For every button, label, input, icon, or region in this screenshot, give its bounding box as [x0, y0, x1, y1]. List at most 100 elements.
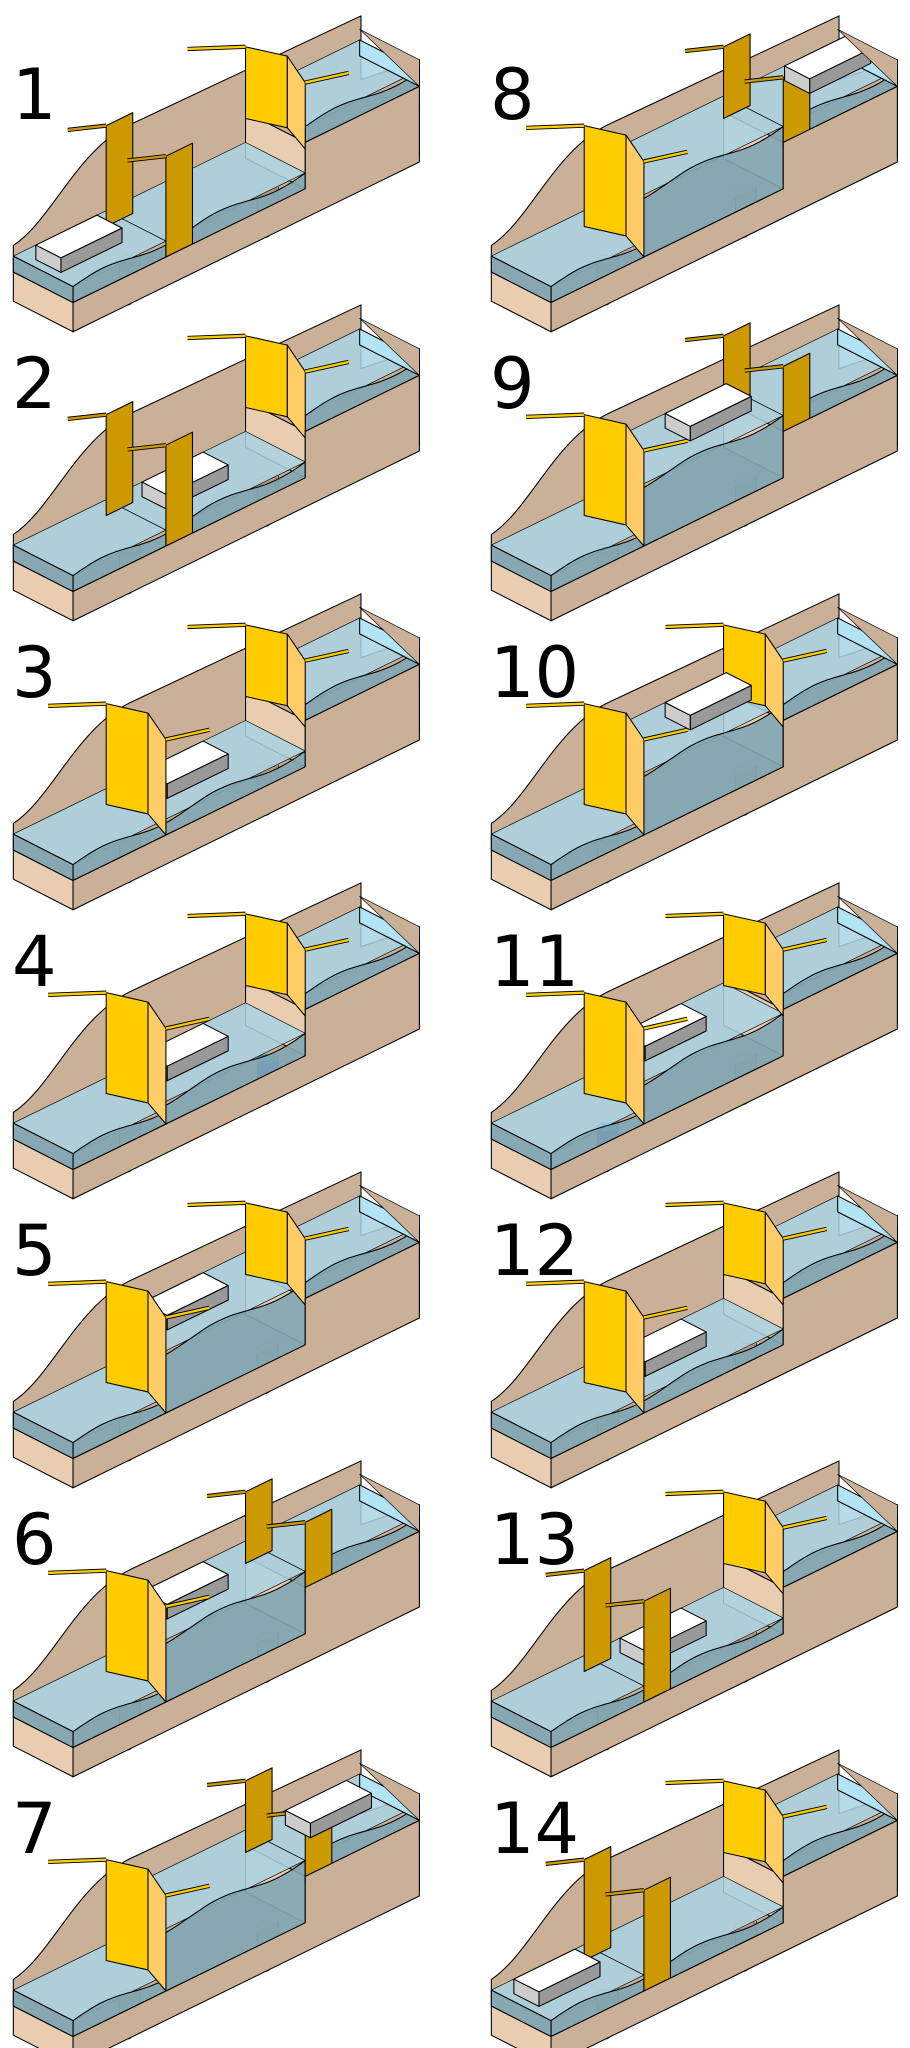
lower-gate-leaf-left: [583, 1281, 627, 1393]
embankment-corner: [359, 1762, 420, 1821]
lower-pool-water-front-face: [550, 1689, 645, 1749]
lower-pool-end-face: [490, 1700, 552, 1749]
chamber-water-front-face: [165, 1032, 306, 1125]
lower-gate-leaf-right: [147, 1001, 167, 1125]
lock-step-panel: [12, 304, 420, 622]
step-number: 14: [490, 1788, 580, 1870]
embankment-side-face: [550, 663, 898, 911]
lower-gate-leaf-left: [583, 992, 627, 1104]
lower-gate-balance-beam-left: [526, 124, 585, 130]
upper-gate-balance-beam-right: [304, 360, 349, 373]
upper-gate-balance-beam-right: [782, 1227, 827, 1240]
upper-gate-balance-beam: [744, 76, 784, 83]
embankment-corner: [359, 1184, 420, 1243]
lower-gate-leaf-left: [105, 1859, 149, 1971]
lower-pool-water-front-face: [72, 1978, 167, 2038]
step-number: 3: [12, 632, 57, 714]
upper-gate-balance-beam: [266, 1521, 306, 1528]
lower-gate-open-leaf: [583, 1557, 612, 1673]
upper-gate-leaf-right: [764, 1211, 784, 1306]
lower-pool-water-front-face: [550, 533, 645, 593]
embankment-corner: [837, 606, 898, 665]
lower-pool-end-face: [490, 1989, 552, 2038]
lower-pool-end-face: [12, 255, 74, 304]
chamber-water-front-face: [165, 1282, 306, 1414]
embankment-side-face: [72, 1819, 420, 2048]
chamber-water-front-face: [165, 1860, 306, 1992]
lower-pool-water-front-face: [550, 1400, 645, 1460]
lower-gate-balance-beam-right: [643, 439, 688, 452]
lower-pool-end-face: [490, 255, 552, 304]
lower-gate-balance-beam-right: [165, 1595, 210, 1608]
step-number: 12: [490, 1210, 580, 1292]
upper-gate-balance-beam-right: [782, 1516, 827, 1529]
lower-gate-balance-beam-right: [165, 728, 210, 741]
lower-gate-balance-beam-right: [643, 1306, 688, 1319]
upper-gate-balance-beam-left: [187, 623, 246, 629]
lock-step-panel: [12, 15, 420, 333]
lower-pool-end-face: [12, 1700, 74, 1749]
lower-gate-balance-beam: [545, 1858, 585, 1866]
lower-pool-water-front-face: [550, 1978, 645, 2038]
upper-gate-leaf-right: [286, 344, 306, 439]
upper-gate-balance-beam-right: [782, 938, 827, 951]
step-number: 2: [12, 343, 57, 425]
upper-gate-balance-beam: [206, 1779, 246, 1787]
lower-pool-end-face: [490, 544, 552, 593]
embankment-corner: [359, 1473, 420, 1532]
upper-gate-balance-beam-left: [665, 1201, 724, 1207]
lower-gate-balance-beam: [605, 1599, 645, 1607]
upper-gate-balance-beam: [684, 45, 724, 53]
embankment-side-face: [72, 374, 420, 622]
lower-gate-balance-beam-right: [643, 150, 688, 163]
lower-pool-water-front-face: [72, 533, 167, 593]
lock-step-panel: [490, 1171, 898, 1489]
lower-gate-balance-beam: [127, 443, 167, 451]
lower-gate-open-leaf: [105, 401, 134, 517]
upper-gate-leaf-right: [764, 922, 784, 1017]
step-number: 1: [12, 54, 57, 136]
lower-gate-balance-beam: [67, 413, 107, 421]
embankment-side-face: [72, 1530, 420, 1778]
upper-gate-balance-beam-left: [665, 912, 724, 918]
lower-gate-leaf-left: [583, 125, 627, 237]
upper-gate-leaf-right: [286, 922, 306, 1017]
upper-gate-leaf-right: [764, 1500, 784, 1595]
lock-step-panel: [490, 1460, 898, 1778]
upper-gate-leaf-left: [723, 1491, 766, 1574]
lower-gate-balance-beam-right: [643, 728, 688, 741]
upper-gate-balance-beam-left: [665, 623, 724, 629]
upper-gate-balance-beam: [744, 365, 784, 372]
lower-gate-leaf-right: [147, 1868, 167, 1992]
upper-gate-balance-beam: [684, 334, 724, 342]
upper-gate-leaf-left: [723, 1780, 766, 1863]
lower-gate-leaf-left: [105, 1570, 149, 1682]
lower-pool-water-front-face: [550, 822, 645, 882]
upper-gate-balance-beam-left: [187, 1201, 246, 1207]
upper-gate-leaf-left: [723, 913, 766, 996]
lower-gate-balance-beam: [545, 1569, 585, 1577]
chamber-water-front-face: [643, 126, 784, 258]
lock-step-panel: [12, 1749, 420, 2048]
embankment-side-face: [72, 952, 420, 1200]
upper-gate-leaf-right: [764, 1789, 784, 1884]
lower-pool-end-face: [12, 1989, 74, 2038]
lower-pool-end-face: [12, 833, 74, 882]
lower-pool-water-front-face: [72, 244, 167, 304]
upper-gate-leaf-left: [245, 335, 288, 418]
embankment-corner: [837, 1762, 898, 1821]
lower-gate-leaf-left: [105, 992, 149, 1104]
upper-gate-leaf-right: [764, 633, 784, 728]
lock-step-panel: [490, 593, 898, 911]
embankment-side-face: [550, 1819, 898, 2048]
lower-pool-water-front-face: [72, 822, 167, 882]
lower-gate-open-leaf: [165, 431, 193, 547]
boat-deck: [664, 383, 752, 427]
embankment-corner: [837, 28, 898, 87]
boat-deck: [513, 1948, 601, 1993]
upper-gate-balance-beam-left: [665, 1490, 724, 1496]
boat-deck: [284, 1779, 372, 1824]
embankment-corner: [359, 28, 420, 87]
lock-step-panel: [490, 304, 898, 622]
upper-gate-balance-beam-right: [304, 938, 349, 951]
